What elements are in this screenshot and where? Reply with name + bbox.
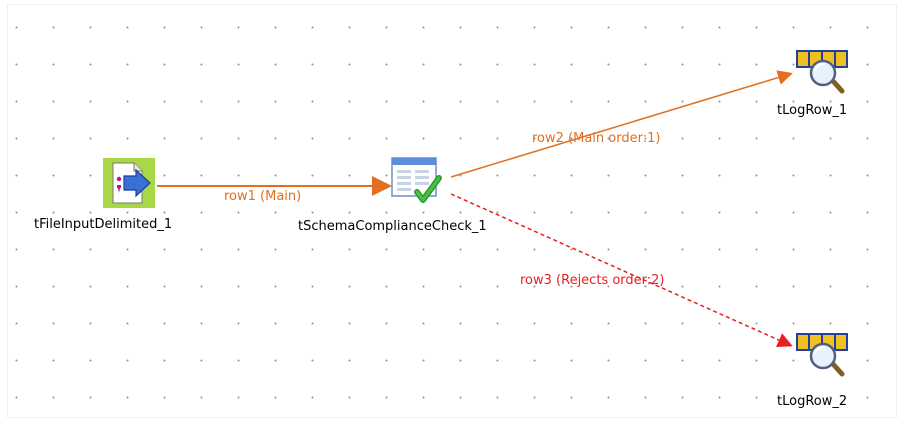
schema-compliance-check-icon[interactable] [391,156,451,212]
row2-connection-label[interactable]: row2 (Main order:1) [532,131,661,146]
row1-connection-label[interactable]: row1 (Main) [224,189,302,204]
row2-connection-line[interactable] [450,70,793,178]
file-input-delimited-label: tFileInputDelimited_1 [34,217,173,232]
row3-connection-line[interactable] [450,193,793,347]
file-input-delimited-icon[interactable] [102,157,156,209]
schema-compliance-check-label: tSchemaComplianceCheck_1 [298,219,487,234]
log-row-2-label: tLogRow_2 [777,394,848,409]
log-row-icon[interactable] [795,49,851,95]
log-row-icon[interactable] [795,332,851,378]
log-row-1-label: tLogRow_1 [777,103,848,118]
row3-connection-label[interactable]: row3 (Rejects order:2) [520,273,665,288]
job-designer-workspace[interactable] [7,4,897,418]
grid-dots [8,5,896,417]
